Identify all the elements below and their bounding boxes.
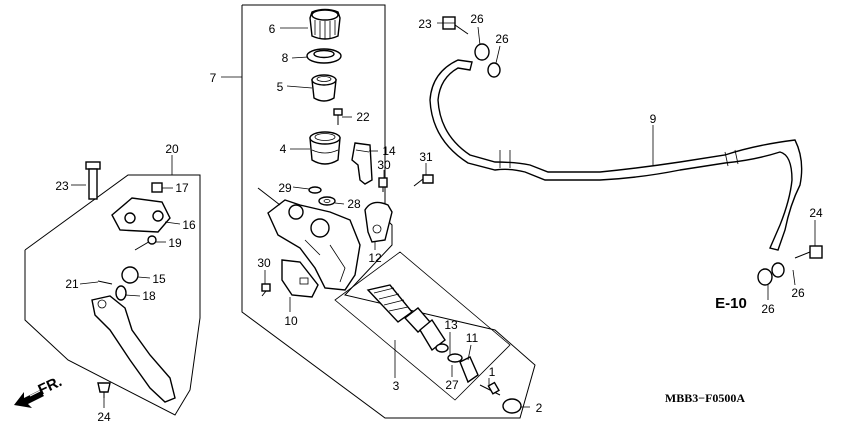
callout-26-c: 26 xyxy=(761,302,775,316)
callout-1: 1 xyxy=(489,365,496,379)
rod-1 xyxy=(479,381,501,396)
figure-code: MBB3−F0500A xyxy=(665,391,746,405)
callout-21: 21 xyxy=(65,277,79,291)
callout-9: 9 xyxy=(650,112,657,126)
bolt-31 xyxy=(413,174,434,187)
callout-17: 17 xyxy=(175,181,189,195)
switch-10 xyxy=(281,259,319,298)
reservoir-cap-6 xyxy=(309,8,341,40)
callout-8: 8 xyxy=(282,51,289,65)
callout-29: 29 xyxy=(278,181,292,195)
clutch-lever xyxy=(91,295,176,403)
direction-label: FR. xyxy=(36,373,65,399)
callout-18: 18 xyxy=(142,289,156,303)
o-ring-29 xyxy=(308,186,322,194)
washer-28 xyxy=(318,196,336,206)
callout-labels: 6 8 5 7 22 4 14 30 31 29 28 12 30 10 3 1… xyxy=(36,12,823,424)
ref-label-e10: E-10 xyxy=(715,295,747,312)
callout-30-lower: 30 xyxy=(257,256,271,270)
bracket-14 xyxy=(351,142,373,185)
washer-26-b xyxy=(487,62,501,78)
callout-27: 27 xyxy=(445,378,459,392)
callout-11: 11 xyxy=(466,331,479,345)
nut-2 xyxy=(502,398,522,414)
pivot-holder-16 xyxy=(111,197,171,233)
screw-30-lower xyxy=(261,283,271,297)
callout-14: 14 xyxy=(382,144,396,158)
adjuster-15 xyxy=(121,266,139,284)
callout-2: 2 xyxy=(536,401,543,415)
spring-21 xyxy=(97,280,113,285)
callout-24-upper: 23 xyxy=(418,17,432,31)
callout-30-upper: 30 xyxy=(377,158,391,172)
screw-22 xyxy=(333,108,343,125)
callout-23: 23 xyxy=(55,179,69,193)
nut-17 xyxy=(151,182,163,193)
callout-4: 4 xyxy=(280,142,287,156)
washer-26-a xyxy=(474,43,490,61)
callout-26-b: 26 xyxy=(495,32,509,46)
leader-lines xyxy=(71,22,816,408)
callout-25: 24 xyxy=(97,410,111,424)
reservoir-plate-8 xyxy=(306,48,342,64)
master-cylinder-body xyxy=(257,187,361,291)
callout-10: 10 xyxy=(284,314,298,328)
callout-3: 3 xyxy=(393,379,400,393)
front-direction-arrow-icon xyxy=(14,390,44,408)
callout-7: 7 xyxy=(210,71,217,85)
bolt-30-upper xyxy=(378,177,388,192)
bolt-24-upper xyxy=(442,16,469,35)
callout-26-d: 26 xyxy=(791,286,805,300)
adjuster-bolt-19 xyxy=(134,235,157,251)
piston-set-3 xyxy=(366,284,449,353)
callout-6: 6 xyxy=(269,22,276,36)
bolt-24-lower xyxy=(794,245,823,259)
assembly-box-3 xyxy=(334,251,511,401)
callout-28: 28 xyxy=(347,197,361,211)
clutch-hose-9 xyxy=(429,59,803,251)
callout-31: 31 xyxy=(419,150,433,164)
bolt-23 xyxy=(85,161,101,200)
screw-25 xyxy=(97,382,111,398)
washer-26-c xyxy=(771,262,785,278)
callout-22: 22 xyxy=(356,110,370,124)
callout-19: 19 xyxy=(168,236,182,250)
callout-12: 12 xyxy=(368,251,382,265)
callout-15: 15 xyxy=(152,272,166,286)
callout-24-lower: 24 xyxy=(809,206,823,220)
callout-13: 13 xyxy=(444,318,458,332)
reservoir-body-4 xyxy=(309,131,341,165)
diaphragm-5 xyxy=(311,74,337,102)
holder-12 xyxy=(364,201,393,243)
washer-26-d xyxy=(757,268,773,286)
callout-26-a: 26 xyxy=(470,12,484,26)
boot-11 xyxy=(459,356,479,384)
collar-18 xyxy=(115,285,127,301)
assembly-box-20 xyxy=(24,174,201,416)
callout-16: 16 xyxy=(182,218,196,232)
ring-27 xyxy=(447,353,463,363)
callout-20: 20 xyxy=(165,142,179,156)
callout-5: 5 xyxy=(277,80,284,94)
